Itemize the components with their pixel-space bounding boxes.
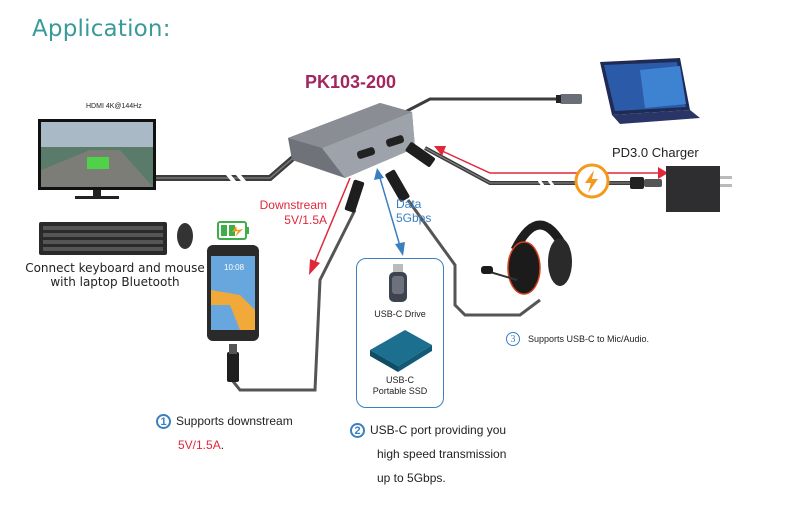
note-3-text: Supports USB-C to Mic/Audio. xyxy=(528,334,650,344)
ssd-label-line2: Portable SSD xyxy=(372,386,428,396)
ssd-label-line1: USB-C xyxy=(385,375,414,385)
keyboard-mouse-caption: Connect keyboard and mouse with laptop B… xyxy=(20,261,210,289)
headset-icon xyxy=(481,220,572,295)
ssd-label: USB-C Portable SSD xyxy=(356,375,444,397)
note-3-number-icon: 3 xyxy=(506,332,520,346)
keyboard-caption-line2: with laptop Bluetooth xyxy=(50,275,180,289)
charger-label: PD3.0 Charger xyxy=(612,145,699,160)
laptop-icon xyxy=(600,58,700,124)
usb-c-plug-laptop xyxy=(560,94,582,104)
note-1-line2: 5V/1.5A xyxy=(178,438,221,452)
mouse-icon xyxy=(177,223,193,249)
monitor-icon xyxy=(38,119,156,199)
phone-cable xyxy=(227,179,365,392)
data-label-line1: Data xyxy=(396,197,422,211)
note-2-line1: USB-C port providing you xyxy=(370,423,507,437)
downstream-label: Downstream 5V/1.5A xyxy=(247,198,327,228)
keyboard-caption-line1: Connect keyboard and mouse xyxy=(25,261,205,275)
page-title: Application: xyxy=(32,16,171,42)
data-label: Data 5Gbps xyxy=(396,197,431,225)
hdmi-cable xyxy=(155,149,302,186)
data-label-line2: 5Gbps xyxy=(396,211,432,225)
downstream-arrow xyxy=(309,177,351,275)
phone-clock: 10:08 xyxy=(224,263,245,272)
note-1: 1 Supports downstream 5V/1.5A. xyxy=(156,409,293,457)
lightning-icon xyxy=(574,163,610,199)
laptop-cable xyxy=(404,94,582,114)
product-name: PK103-200 xyxy=(305,72,397,92)
downstream-label-line2: 5V/1.5A xyxy=(284,213,327,227)
usb-drive-icon xyxy=(389,264,407,302)
note-1-number-icon: 1 xyxy=(156,414,171,430)
note-2-number-icon: 2 xyxy=(350,423,365,439)
headset-cable xyxy=(385,142,541,317)
battery-icon xyxy=(217,221,249,240)
ssd-icon xyxy=(370,330,432,372)
storage-devices-group xyxy=(356,258,444,408)
note-2-line2: high speed transmission xyxy=(377,447,507,461)
note-1-line1: Supports downstream xyxy=(176,414,293,428)
keyboard-icon xyxy=(39,222,193,255)
data-arrow xyxy=(374,168,405,256)
note-2-line3: up to 5Gbps. xyxy=(377,471,446,485)
charger-icon xyxy=(666,166,732,212)
downstream-label-line1: Downstream xyxy=(259,198,327,212)
usb-drive-label: USB-C Drive xyxy=(374,309,426,319)
note-3: 3 Supports USB-C to Mic/Audio. xyxy=(506,332,649,346)
phone-icon: 10:08 xyxy=(207,245,259,341)
hub-device xyxy=(288,103,415,178)
note-1-suffix: . xyxy=(220,438,225,452)
note-2: 2 USB-C port providing you high speed tra… xyxy=(350,418,506,490)
hdmi-label: HDMI 4K@144Hz xyxy=(86,103,142,110)
